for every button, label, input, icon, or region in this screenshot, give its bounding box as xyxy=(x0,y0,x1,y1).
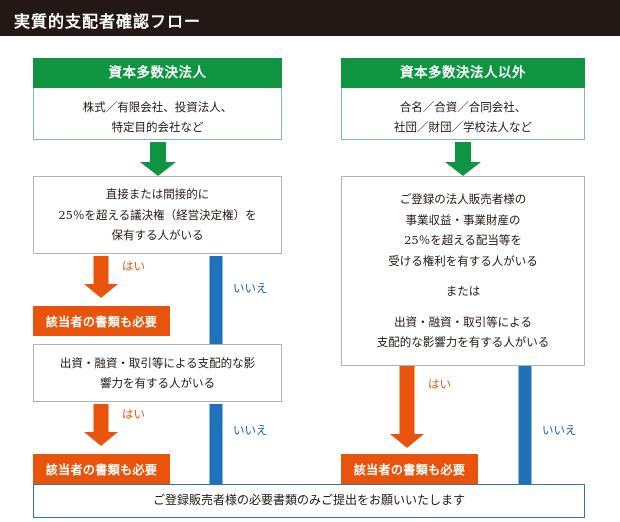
left-green-arrow-shaft xyxy=(150,142,166,162)
left-decision-2-line-2: 響力を有する人がいる xyxy=(100,376,215,390)
left-decision-2-line-1: 出資・融資・取引等による支配的な影 xyxy=(59,355,256,370)
right-yes-arrow-1-shaft xyxy=(399,366,415,434)
left-category-body: 株式／有限会社、投資法人、 特定目的会社など xyxy=(33,88,282,140)
right-no-label-1: いいえ xyxy=(542,423,577,437)
right-decision-box-1: ご登録の法人販売者様の 事業収益・事業財産の 25％を超える配当等を 受ける権利… xyxy=(341,176,585,366)
left-decision-box-1: 直接または間接的に 25％を超える議決権（経営決定権）を 保有する人がいる xyxy=(33,176,282,254)
left-green-arrow-head xyxy=(140,162,176,176)
right-green-arrow xyxy=(445,142,481,176)
left-no-label-1: いいえ xyxy=(233,281,268,295)
left-yes-arrow-1-head xyxy=(84,284,118,298)
left-category-body-line-1: 株式／有限会社、投資法人、 xyxy=(82,100,233,114)
right-decision-1-line-3: 25％を超える配当等を xyxy=(404,233,522,248)
right-category-heading: 資本多数決法人以外 xyxy=(341,58,585,88)
flowchart-canvas: 資本多数決法人 株式／有限会社、投資法人、 特定目的会社など 直接または間接的に… xyxy=(0,36,620,522)
left-result-box-2: 該当者の書類も必要 xyxy=(33,454,170,484)
left-yes-arrow-1-shaft xyxy=(93,256,109,284)
right-decision-1-line-4: 受ける権利を有する人がいる xyxy=(388,253,538,268)
right-decision-1-line-6: または xyxy=(445,284,481,299)
left-decision-1-line-2: 25％を超える議決権（経営決定権）を xyxy=(58,207,257,222)
right-decision-1-spacer-2 xyxy=(348,302,578,312)
left-result-1-label: 該当者の書類も必要 xyxy=(45,314,158,329)
left-decision-1-line-3: 保有する人がいる xyxy=(111,228,204,243)
right-decision-1-line-9: 支配的な影響力を有する人がいる xyxy=(376,335,550,350)
right-yes-label-1: はい xyxy=(428,377,451,391)
left-category-heading: 資本多数決法人 xyxy=(33,58,282,88)
right-result-box-1: 該当者の書類も必要 xyxy=(341,454,478,484)
left-yes-arrow-2-head xyxy=(84,432,118,446)
left-yes-label-2: はい xyxy=(122,407,145,421)
right-green-arrow-head xyxy=(445,162,481,176)
right-result-1-label: 該当者の書類も必要 xyxy=(353,462,466,477)
right-green-arrow-shaft xyxy=(455,142,471,162)
right-no-arrow-1-shaft xyxy=(518,366,532,486)
left-yes-arrow-2 xyxy=(84,404,118,446)
left-decision-box-2: 出資・融資・取引等による支配的な影 響力を有する人がいる xyxy=(33,344,282,402)
right-category-body-line-2: 社団／財団／学校法人など xyxy=(394,120,532,135)
left-yes-arrow-2-shaft xyxy=(93,404,109,432)
left-no-arrow-1-shaft xyxy=(209,256,223,346)
right-category-body-line-1: 合名／合資／合同会社、 xyxy=(399,100,527,114)
right-yes-arrow-1-head xyxy=(390,434,424,448)
right-decision-1-line-2: 事業収益・事業財産の xyxy=(405,212,521,227)
left-no-label-2: いいえ xyxy=(233,423,268,437)
left-category-card: 資本多数決法人 株式／有限会社、投資法人、 特定目的会社など xyxy=(33,58,282,140)
final-result-text: ご登録販売者様の必要書類のみご提出をお願いいたします xyxy=(152,493,465,508)
right-category-body: 合名／合資／合同会社、 社団／財団／学校法人など xyxy=(341,88,585,140)
left-no-arrow-2-shaft xyxy=(209,404,223,486)
title-bar: 実質的支配者確認フロー xyxy=(0,0,620,36)
left-category-body-line-2: 特定目的会社など xyxy=(111,120,204,135)
right-no-arrow-1 xyxy=(511,366,539,500)
right-category-card: 資本多数決法人以外 合名／合資／合同会社、 社団／財団／学校法人など xyxy=(341,58,585,140)
page-title: 実質的支配者確認フロー xyxy=(14,12,202,31)
right-decision-1-line-1: ご登録の法人販売者様の xyxy=(399,192,527,207)
right-decision-1-line-8: 出資・融資・取引等による xyxy=(394,314,532,329)
right-yes-arrow-1 xyxy=(390,366,424,448)
left-yes-label-1: はい xyxy=(122,259,145,273)
left-result-2-label: 該当者の書類も必要 xyxy=(45,462,158,477)
left-result-box-1: 該当者の書類も必要 xyxy=(33,306,170,336)
right-decision-1-spacer-1 xyxy=(348,271,578,281)
left-green-arrow xyxy=(140,142,176,176)
left-decision-1-line-1: 直接または間接的に xyxy=(105,187,210,202)
left-yes-arrow-1 xyxy=(84,256,118,298)
final-result-box: ご登録販売者様の必要書類のみご提出をお願いいたします xyxy=(33,484,585,518)
